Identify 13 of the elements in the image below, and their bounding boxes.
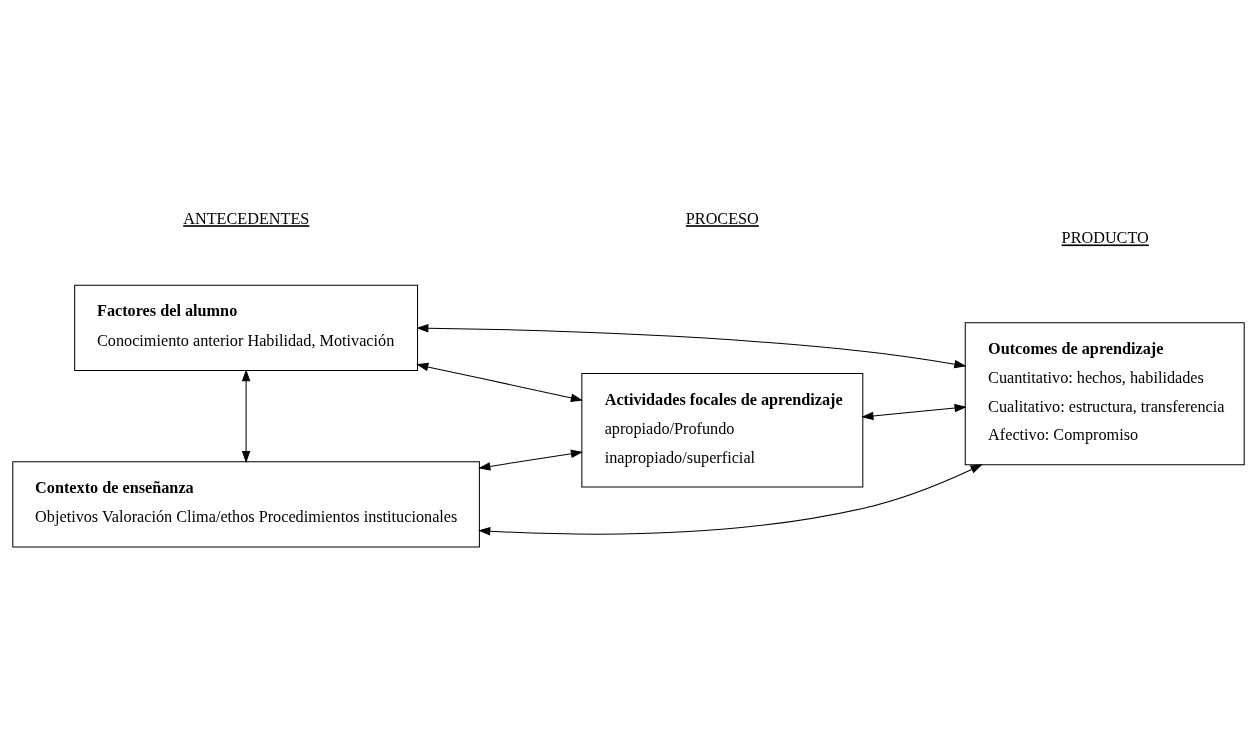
node-box: Contexto de enseñanza Objetivos Valoración Clima/ethos Procedimientos institucionales [12,460,480,547]
arrow [241,368,251,463]
label: PRODUCTO [1061,228,1149,247]
arrow [416,362,583,402]
arrow [478,463,983,535]
label: PROCESO [685,209,759,228]
node-box: Actividades focales de aprendizaje apropiado/Profundo inapropiado/superficial [581,372,864,488]
label: ANTECEDENTES [183,209,310,228]
arrow [416,323,967,368]
arrow [478,449,584,471]
arrow [861,403,967,420]
node-box: Outcomes de aprendizaje Cuantitativo: hechos, habilidades Cualitativo: estructura, transferencia Afectivo: Compromiso [964,321,1245,465]
node-box: Factores del alumno Conocimiento anterior Habilidad, Motivación [74,284,419,371]
